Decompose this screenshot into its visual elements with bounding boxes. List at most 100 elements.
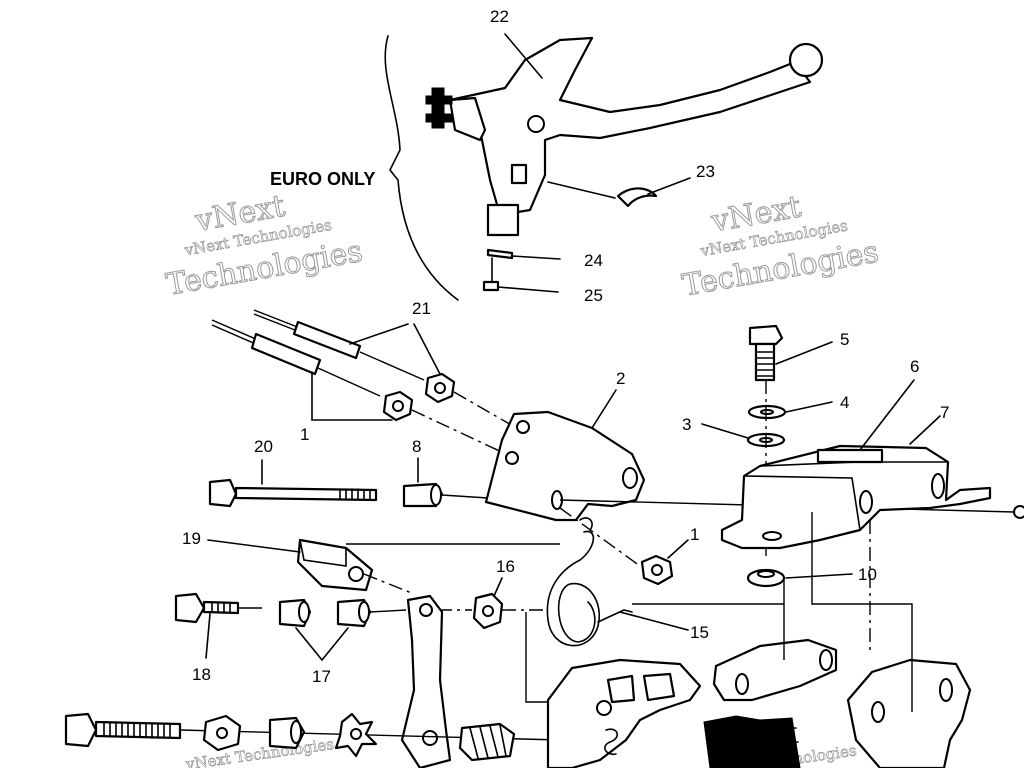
shoe-hole-right: [819, 649, 833, 671]
callout-2: 2: [616, 369, 625, 388]
cam-spring-small: [604, 728, 618, 756]
worm-gear-bottom: [458, 722, 516, 762]
bolt-thread-5: [755, 351, 775, 377]
lever-arm: [400, 594, 452, 768]
cable-nut-bore-upper: [434, 382, 446, 394]
leader-24: [511, 255, 561, 260]
callout-15: 15: [690, 623, 709, 642]
leader-6: [859, 379, 915, 451]
bracket-right-bottom: [846, 658, 972, 768]
callout-17: 17: [312, 667, 331, 686]
axis-block-19: [363, 573, 415, 595]
lever-clamp-slot: [510, 163, 528, 185]
lever-clamp-block: [486, 203, 520, 237]
leader-23-part: [547, 181, 616, 199]
lever-arm-hole-low: [422, 730, 438, 746]
star-washer-bore: [350, 728, 362, 740]
housing-window: [816, 448, 884, 464]
lever-ball-end: [788, 42, 824, 78]
leader-4: [785, 401, 833, 413]
shoe-hole-left: [735, 673, 749, 695]
leader-21-a: [349, 323, 409, 345]
callout-1-top: 1: [300, 425, 309, 444]
axis-end-marker: [1013, 505, 1024, 519]
housing-flange-hole: [762, 531, 782, 541]
callout-24: 24: [584, 251, 603, 270]
screw-part-25: [482, 280, 500, 292]
spring-hook-15: [579, 517, 593, 531]
lever-part-22: [448, 36, 812, 217]
cam-plate-hole: [596, 700, 612, 716]
cable-nut-bore-lower: [392, 400, 404, 412]
callout-23: 23: [696, 162, 715, 181]
watermark-left: vNext vNext Technologies Technologies: [163, 188, 366, 303]
callout-8: 8: [412, 437, 421, 456]
callout-25: 25: [584, 286, 603, 305]
callout-6: 6: [910, 357, 919, 376]
leader-18: [205, 613, 211, 659]
axis-bolt-20: [441, 494, 489, 499]
callout-4: 4: [840, 393, 849, 412]
spacer-bottom-b-bore: [290, 720, 302, 744]
cable-wire-upper: [253, 309, 301, 329]
housing-part-6: [720, 444, 992, 550]
spring-part-15: [546, 530, 601, 647]
leader-16: [493, 577, 503, 597]
lever-pivot-bolt: [527, 115, 545, 133]
leader-1-lower: [667, 539, 689, 559]
cable-spring-lower: [250, 332, 322, 376]
block-face-19: [299, 539, 347, 567]
callout-21: 21: [412, 299, 431, 318]
spacer-bore-17-b: [358, 601, 370, 623]
lever-housing-front: [448, 96, 487, 142]
bolt-head-5: [748, 324, 784, 346]
leader-3: [701, 423, 749, 439]
cable-end-upper: [359, 351, 425, 381]
callout-19: 19: [182, 529, 201, 548]
bolt-shank-bottom: [94, 720, 182, 740]
callout-20: 20: [254, 437, 273, 456]
euro-only-label: EURO ONLY: [270, 169, 375, 189]
housing-right-hole: [931, 473, 945, 499]
callout-1-lower: 1: [690, 525, 699, 544]
bracket-part-2: [484, 410, 646, 522]
inset-brace: [384, 35, 459, 301]
pin-part-24: [486, 248, 514, 260]
cable-wire-lower-b: [211, 324, 259, 346]
callout-3: 3: [682, 415, 691, 434]
cable-spring-upper: [292, 320, 362, 360]
circlip-part-23: [616, 187, 658, 208]
leader-7: [909, 415, 941, 445]
nut-bottom-a-bore: [216, 727, 228, 739]
bracket-hole-upper: [516, 420, 530, 434]
watermark-right: vNext vNext Technologies Technologies: [679, 189, 882, 304]
bolt-head-bottom: [64, 712, 98, 748]
callout-10: 10: [858, 565, 877, 584]
nut-bore-16: [482, 605, 494, 617]
bolt-thread-18: [211, 601, 231, 614]
cam-plate-slot-a: [606, 674, 636, 704]
euro-inset-group: EURO ONLY: [270, 33, 824, 301]
lever-arm-hole-top: [419, 603, 433, 617]
bracket-hole-middle: [505, 451, 519, 465]
callout-18: 18: [192, 665, 211, 684]
worm-gear-teeth: [469, 724, 507, 759]
bracket-right-hole-a: [871, 701, 885, 723]
leader-22: [504, 33, 543, 79]
shoe-part: [712, 638, 838, 702]
pad-hatch: [707, 727, 799, 759]
spring-arm-15: [597, 609, 633, 623]
bolt-shank-20: [234, 486, 378, 502]
leader-2: [591, 389, 617, 429]
axis-cable-lower: [411, 409, 509, 456]
housing-front-edge: [743, 475, 861, 531]
bracket-right-hole-b: [939, 678, 953, 702]
leader-21-b: [413, 323, 441, 375]
frame-outline-left: [525, 612, 548, 703]
lever-adjuster: [425, 87, 453, 129]
bolt-shank-18: [202, 600, 240, 615]
block-bore-19: [348, 566, 364, 582]
leader-1-top: [311, 371, 393, 421]
leader-15: [619, 611, 689, 631]
